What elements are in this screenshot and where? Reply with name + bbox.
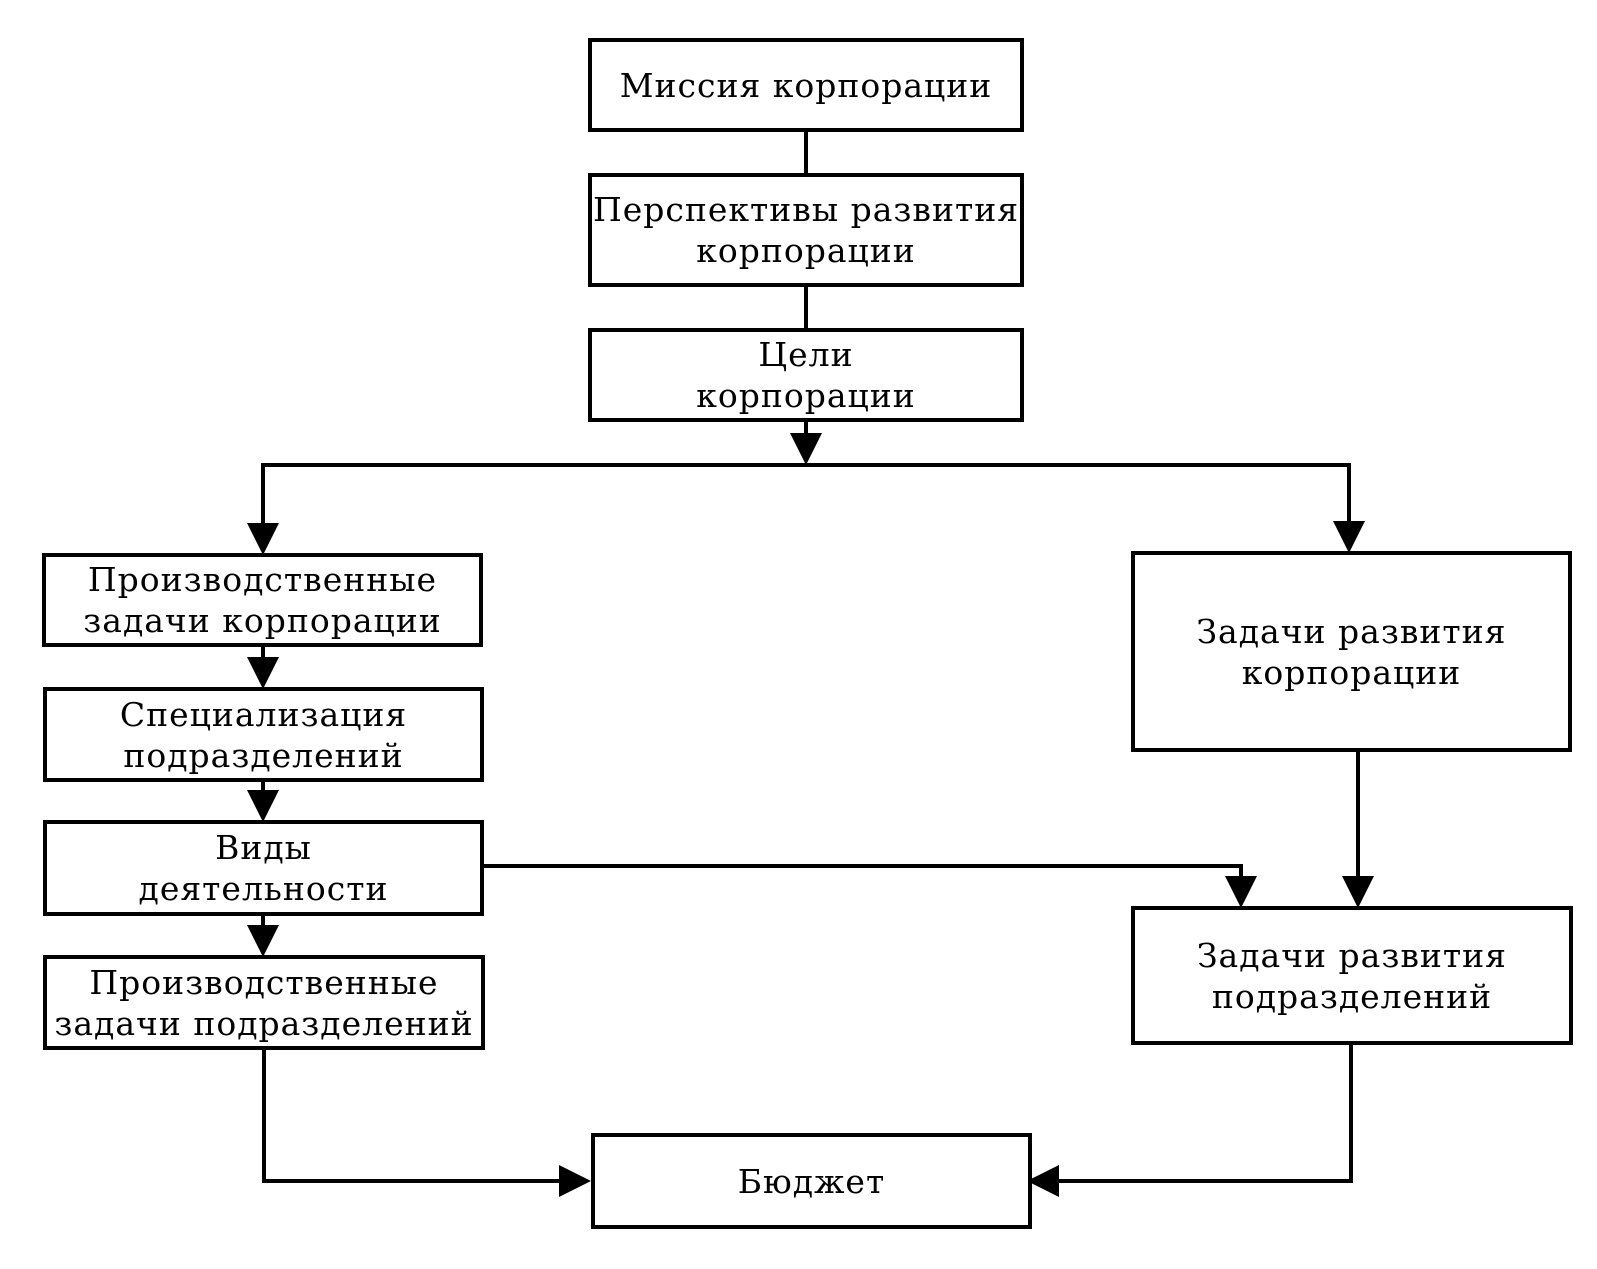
edge-activities-to-dev-tasks-div (481, 864, 1257, 908)
node-activities: Виды деятельности (43, 820, 484, 916)
node-goals-line-1: Цели (758, 335, 854, 374)
node-dev-tasks-div-line-2: подразделений (1211, 976, 1493, 1016)
node-goals: Цели корпорации (588, 328, 1024, 422)
node-budget: Бюджет (591, 1133, 1032, 1229)
node-dev-tasks-corp: Задачи развития корпорации (1131, 551, 1572, 752)
node-activities-line-1: Виды (215, 828, 312, 867)
node-specialization: Специализация подразделений (43, 687, 484, 782)
node-prod-tasks-corp: Производственные задачи корпорации (42, 553, 483, 647)
node-prospects-line-2: корпорации (696, 231, 916, 270)
node-specialization-line-2: подразделений (123, 735, 404, 775)
node-dev-tasks-div-line-1: Задачи развития (1197, 935, 1507, 975)
node-dev-tasks-div: Задачи развития подразделений (1131, 906, 1573, 1045)
node-prod-tasks-div-line-1: Производственные (89, 962, 439, 1002)
edge-dev-tasks-div-to-budget (1027, 1042, 1353, 1197)
node-specialization-line-1: Специализация (119, 694, 408, 734)
node-prod-tasks-corp-line-1: Производственные (87, 560, 438, 599)
node-prospects: Перспективы развития корпорации (588, 173, 1024, 287)
node-dev-tasks-corp-line-1: Задачи развития (1196, 611, 1507, 651)
node-budget-line-1: Бюджет (737, 1161, 886, 1201)
node-prospects-line-1: Перспективы развития (592, 190, 1020, 229)
node-prod-tasks-corp-line-2: задачи корпорации (83, 601, 442, 640)
node-prod-tasks-div: Производственные задачи подразделений (43, 955, 485, 1050)
edge-prod-tasks-div-to-budget (262, 1047, 591, 1197)
node-prod-tasks-div-line-2: задачи подразделений (54, 1003, 474, 1043)
node-activities-line-2: деятельности (138, 869, 389, 908)
node-goals-line-2: корпорации (696, 376, 916, 415)
node-mission: Миссия корпорации (588, 38, 1024, 132)
node-dev-tasks-corp-line-2: корпорации (1241, 652, 1462, 692)
node-mission-line-1: Миссия корпорации (619, 65, 993, 105)
